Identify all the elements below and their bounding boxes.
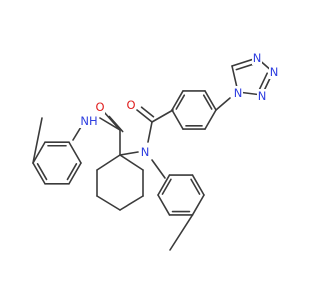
atom-n-amine: N (140, 145, 150, 159)
tolyl-ring-double-bond (36, 163, 48, 181)
tolyl-ring-bond (68, 162, 82, 185)
atom-nh-text: NH (80, 114, 97, 128)
phenylene-ring-double-bond (175, 94, 186, 110)
mtolyl-ring-bond (157, 194, 171, 216)
phenylene-ring-bond (171, 90, 184, 111)
atom-o-carboxamide-text: O (95, 100, 104, 114)
tolyl-ring-bond (32, 162, 46, 185)
bond-ring-to-n (119, 151, 139, 156)
mtolyl-ring-double-bond (190, 178, 201, 195)
tolyl-ring-double-bond (66, 163, 78, 181)
atom-n-amine-text: N (141, 145, 150, 159)
phenylene-ring-bond (171, 109, 184, 130)
cyclohexane-bond (119, 154, 144, 171)
cyclohexane-bond (96, 154, 121, 171)
mtolyl-ring-double-bond (161, 178, 172, 195)
atom-o-benzoyl: O (126, 98, 136, 112)
atom-n-tetrazole-4: N (252, 51, 262, 65)
cyclohexane-bond (119, 195, 144, 211)
cyclohexane-bond (96, 195, 121, 211)
tolyl-ring-bond (68, 141, 82, 164)
atom-n-tetrazole-1: N (233, 86, 243, 100)
mtolyl-ring-bond (157, 174, 171, 196)
atom-n-tetrazole-3: N (269, 65, 279, 79)
atom-nh: NH (79, 114, 99, 128)
tolyl-ring-bond (32, 141, 46, 164)
bond-carbonyl2-to-benzene (151, 109, 174, 123)
atom-o-carboxamide: O (95, 100, 105, 114)
mtolyl-ring-bond (191, 194, 205, 216)
phenylene-ring-bond (204, 90, 217, 111)
atom-n-tetrazole-1-text: N (234, 86, 243, 100)
phenylene-ring-bond (204, 109, 217, 130)
bond-carbonyl-to-nh (99, 117, 121, 131)
bond-phenylene-to-tetrazole (215, 97, 231, 111)
atom-n-tetrazole-2: N (257, 89, 267, 103)
atom-n-tetrazole-4-text: N (253, 51, 262, 65)
bond-carbonyl-c=o (103, 111, 121, 131)
mtolyl-methyl-bond (169, 214, 194, 251)
atom-o-benzoyl-text: O (126, 98, 135, 112)
tetrazole-double-bond (257, 72, 269, 92)
phenylene-ring-double-bond (202, 94, 213, 110)
bond-carbonyl2-c=o (136, 109, 153, 123)
atom-n-tetrazole-3-text: N (270, 65, 279, 79)
bond-n-to-mtolyl (151, 159, 166, 179)
bond-n-to-carbonyl2 (147, 121, 153, 143)
bond-carbonyl-c=o-second (108, 115, 124, 133)
atom-n-tetrazole-2-text: N (258, 89, 267, 103)
bond-carbonyl2-c=o-second (140, 106, 155, 118)
tolyl-methyl-bond (32, 117, 43, 164)
mtolyl-ring-bond (191, 174, 205, 196)
